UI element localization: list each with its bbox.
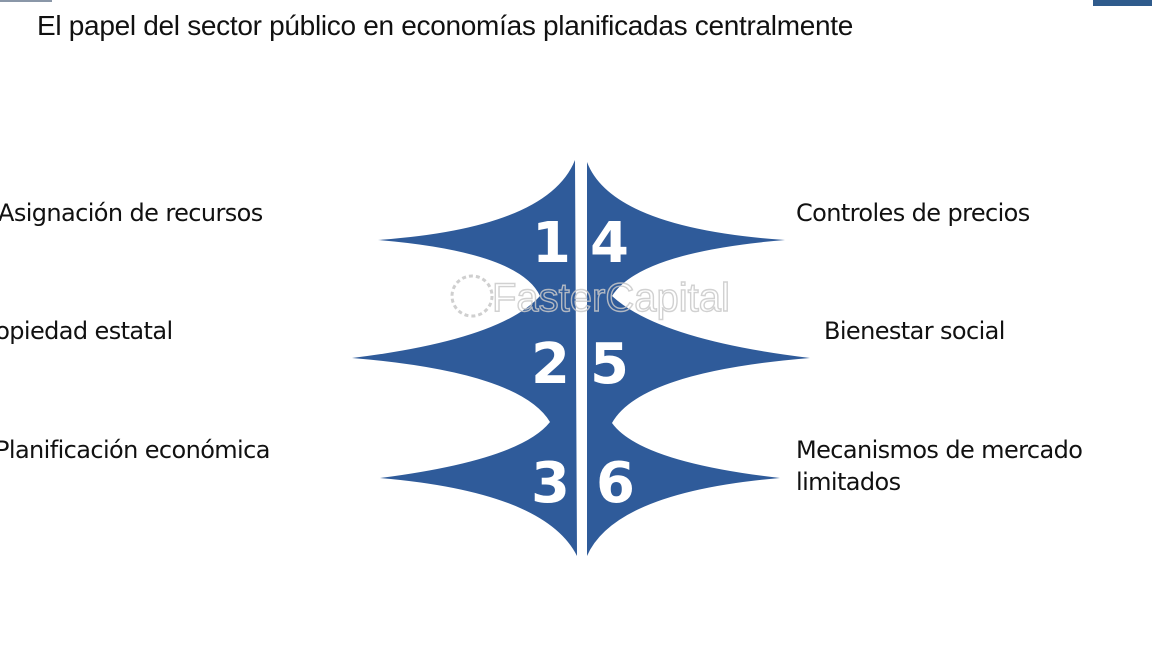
number-3: 3 [531, 451, 570, 516]
label-propiedad-estatal: Propiedad estatal [0, 317, 173, 345]
label-bienestar-social: Bienestar social [824, 317, 1005, 345]
right-star-shape [587, 162, 810, 556]
label-planificacion-economica: Planificación económica [0, 436, 270, 464]
top-left-rule [0, 0, 52, 2]
watermark-logo: FasterCapital [450, 274, 731, 321]
label-asignacion-recursos: Asignación de recursos [0, 199, 263, 227]
top-right-accent-bar [1093, 0, 1152, 6]
left-star-shape [352, 160, 577, 556]
number-6: 6 [596, 451, 635, 516]
number-1: 1 [532, 211, 571, 276]
slide-title: El papel del sector público en economías… [37, 10, 854, 41]
watermark-text: FasterCapital [492, 276, 730, 320]
label-limitados: limitados [796, 468, 901, 496]
label-mecanismos-mercado: Mecanismos de mercado [796, 436, 1083, 464]
number-4: 4 [590, 211, 629, 276]
label-controles-precios: Controles de precios [796, 199, 1030, 227]
number-2: 2 [531, 332, 570, 397]
number-5: 5 [590, 332, 629, 397]
